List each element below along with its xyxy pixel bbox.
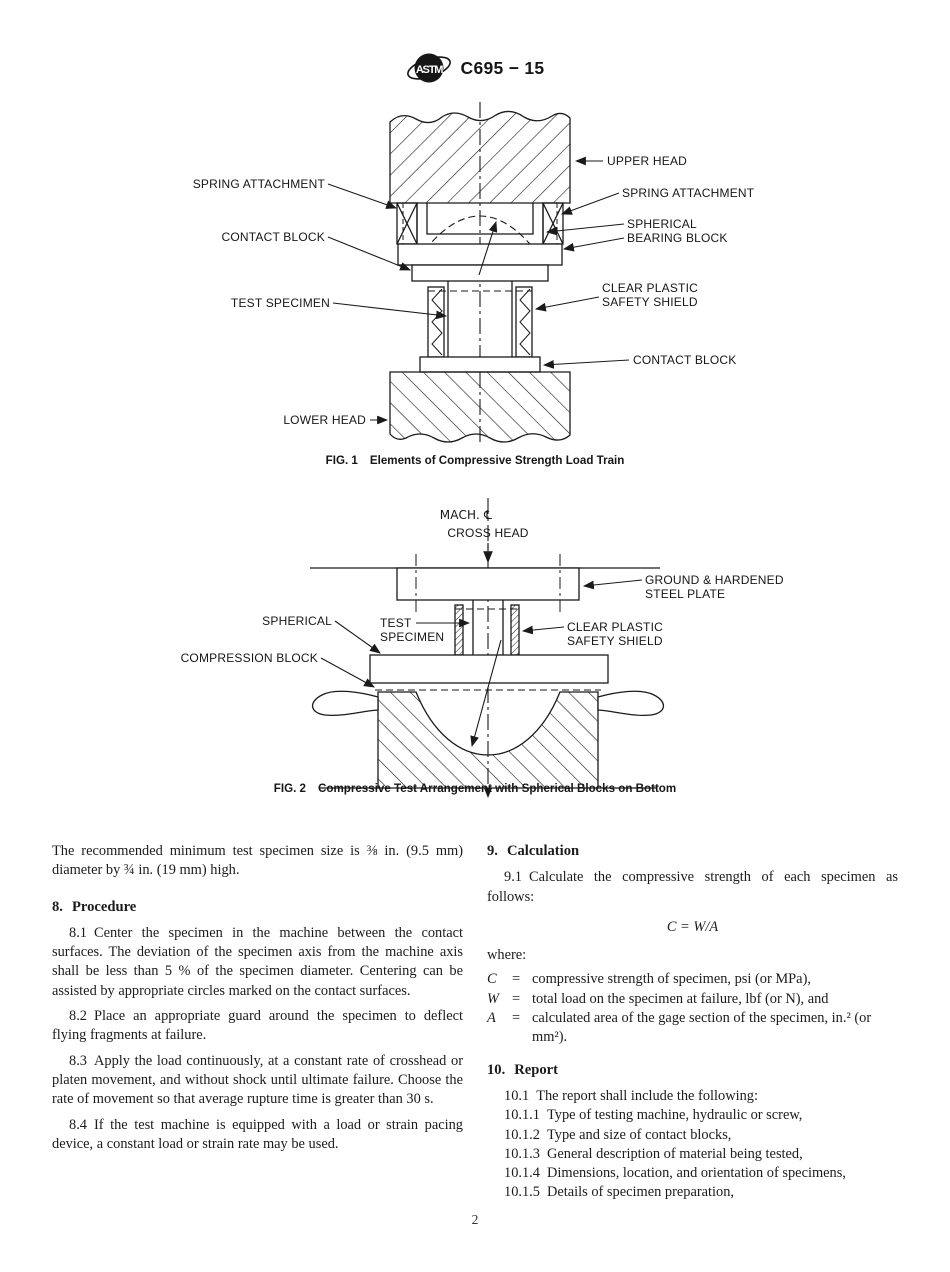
fig2-label-test-1: TEST <box>380 616 412 630</box>
standard-designation: C695 − 15 <box>460 57 545 78</box>
fig1-label-spherical-1: SPHERICAL <box>627 217 697 231</box>
fig2-safety-shield-left <box>454 604 464 656</box>
fig2-label-plate-1: GROUND & HARDENED <box>645 573 784 587</box>
section-9-number: 9. <box>487 843 498 859</box>
fig2-label-spherical: SPHERICAL <box>262 614 332 628</box>
section-9-heading: 9. Calculation <box>487 842 898 861</box>
fig1-label-test-specimen: TEST SPECIMEN <box>231 296 330 310</box>
fig1-lower-head <box>389 371 571 443</box>
page-number: 2 <box>471 1212 479 1227</box>
fig2-caption-number: FIG. 2 <box>273 782 306 795</box>
where-label: where: <box>487 947 527 964</box>
section-10-heading: 10. Report <box>487 1061 898 1080</box>
section-8-heading: 8. Procedure <box>52 898 463 917</box>
fig1-label-shield-2: SAFETY SHIELD <box>602 295 698 309</box>
fig1-leaders <box>327 156 630 425</box>
fig2-centerline-arrowhead <box>484 788 492 798</box>
fig2-steel-plate <box>396 567 580 601</box>
section-8-number: 8. <box>52 898 63 915</box>
figure-1-caption: FIG. 1 Elements of Compressive Strength L… <box>0 454 950 467</box>
fig1-label-contact-block-lower: CONTACT BLOCK <box>633 353 737 367</box>
fig1-caption-number: FIG. 1 <box>325 454 358 467</box>
paragraph-intro: The recommended minimum test specimen si… <box>52 843 463 879</box>
fig1-load-train <box>327 102 630 445</box>
section-10-title: Report <box>514 1061 559 1078</box>
section-8-title: Procedure <box>71 898 137 915</box>
definitions-list: C = compressive strength of specimen, ps… <box>487 970 898 1047</box>
fig2-label-mach-centerline: MACH. ℄ <box>440 508 492 522</box>
formula-compressive-strength: C = W/A <box>666 918 719 935</box>
fig1-label-spring-attachment-right: SPRING ATTACHMENT <box>622 186 755 200</box>
figure-2-caption: FIG. 2 Compressive Test Arrangement with … <box>0 782 950 795</box>
fig1-label-contact-block-upper: CONTACT BLOCK <box>221 230 325 244</box>
fig2-label-shield-2: SAFETY SHIELD <box>567 634 663 648</box>
page-header: ASTM C695 − 15 <box>0 48 950 88</box>
fig1-contact-block-lower <box>419 356 541 373</box>
fig2-compression-block <box>377 691 599 789</box>
fig2-handle-left <box>311 690 379 717</box>
left-column: The recommended minimum test specimen si… <box>52 842 463 1154</box>
definition-row: W = total load on the specimen at failur… <box>487 990 829 1007</box>
fig2-label-compression-block: COMPRESSION BLOCK <box>181 651 318 665</box>
fig2-spherical-pointer-arrow <box>470 639 502 748</box>
fig1-safety-shield-left <box>427 286 445 358</box>
fig2-safety-shield-right <box>510 604 520 656</box>
fig1-spring-attachment-left <box>396 202 418 245</box>
fig2-handle-right <box>597 690 665 717</box>
fig1-label-spring-attachment-left: SPRING ATTACHMENT <box>193 177 326 191</box>
fig1-spherical-surface <box>424 215 536 251</box>
fig1-upper-head <box>389 110 571 204</box>
fig2-label-cross-head: CROSS HEAD <box>447 526 528 540</box>
astm-logo-icon: ASTM <box>406 53 451 83</box>
fig1-label-spherical-2: BEARING BLOCK <box>627 231 728 245</box>
figure-2-drawing: MACH. ℄ CROSS HEAD GROUND & HARDENED STE… <box>181 498 784 798</box>
fig1-label-shield-1: CLEAR PLASTIC <box>602 281 698 295</box>
fig1-bearing-plate <box>397 243 563 266</box>
definition-row: A = calculated area of the gage section … <box>487 1010 872 1046</box>
figure-1-drawing: UPPER HEAD SPRING ATTACHMENT SPRING ATTA… <box>193 102 755 445</box>
fig1-caption-text: Elements of Compressive Strength Load Tr… <box>369 454 625 467</box>
fig2-label-shield-1: CLEAR PLASTIC <box>567 620 663 634</box>
fig2-leaders <box>320 579 643 688</box>
fig1-label-upper-head: UPPER HEAD <box>607 154 687 168</box>
fig1-bearing-block-frame <box>416 203 544 244</box>
fig2-test-arrangement <box>310 498 665 798</box>
astm-logo-text: ASTM <box>415 64 442 76</box>
fig2-label-test-2: SPECIMEN <box>380 630 444 644</box>
fig1-label-lower-head: LOWER HEAD <box>283 413 366 427</box>
section-9-title: Calculation <box>506 843 580 859</box>
fig1-safety-shield-right <box>515 286 533 358</box>
section-10-number: 10. <box>487 1061 506 1078</box>
fig2-seat-plate <box>369 654 609 684</box>
definition-row: C = compressive strength of specimen, ps… <box>487 971 811 988</box>
fig1-spring-attachment-right <box>542 202 564 245</box>
fig1-spherical-pointer-arrow <box>478 220 498 276</box>
fig2-caption-text: Compressive Test Arrangement with Spheri… <box>318 782 677 795</box>
fig2-label-plate-2: STEEL PLATE <box>645 587 725 601</box>
